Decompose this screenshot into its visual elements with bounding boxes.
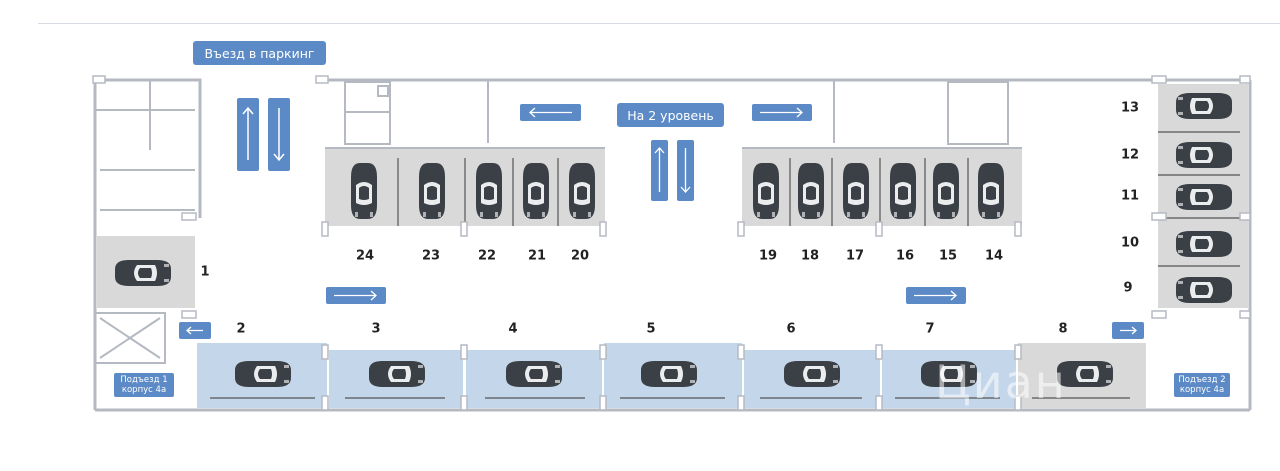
arrow-icon-right-top bbox=[752, 104, 812, 121]
watermark: Циан bbox=[935, 355, 1067, 409]
spot-number-12: 12 bbox=[1120, 147, 1140, 163]
entrance-1-line2: корпус 4а bbox=[121, 385, 167, 395]
spot-number-6: 6 bbox=[786, 321, 796, 337]
spot-number-22: 22 bbox=[477, 248, 497, 264]
spot-number-4: 4 bbox=[508, 321, 518, 337]
outer-walls bbox=[93, 78, 1252, 412]
car-icon-20 bbox=[569, 163, 595, 219]
left-rooms bbox=[94, 80, 195, 364]
spot-number-1: 1 bbox=[200, 264, 210, 280]
top-divider bbox=[38, 23, 1280, 24]
spot-number-8: 8 bbox=[1058, 321, 1068, 337]
arrow-icon-right-small bbox=[1112, 322, 1144, 339]
entrance-2-line1: Подъезд 2 bbox=[1178, 375, 1226, 385]
car-icon-21 bbox=[523, 163, 549, 219]
spot-number-11: 11 bbox=[1120, 188, 1140, 204]
car-icon-19 bbox=[753, 163, 779, 219]
arrow-icon-down-left bbox=[268, 98, 290, 171]
arrow-icon-up-center bbox=[651, 140, 668, 201]
spot-number-9: 9 bbox=[1123, 280, 1133, 296]
columns bbox=[92, 75, 1251, 411]
entrance-1: Подъезд 1 корпус 4а bbox=[114, 373, 174, 397]
utility-rooms bbox=[344, 80, 1009, 145]
car-icon-22 bbox=[476, 163, 502, 219]
car-icon-3 bbox=[369, 361, 425, 387]
car-icon-10 bbox=[1176, 231, 1232, 257]
arrow-icon-right-lower-right bbox=[906, 287, 966, 304]
arrow-icon-right-lower-left bbox=[326, 287, 386, 304]
car-icon-23 bbox=[419, 163, 445, 219]
car-icon-17 bbox=[843, 163, 869, 219]
car-icon-12 bbox=[1176, 142, 1232, 168]
spot-number-10: 10 bbox=[1120, 235, 1140, 251]
spot-number-2: 2 bbox=[236, 321, 246, 337]
spot-number-24: 24 bbox=[355, 248, 375, 264]
arrow-icon-left-top bbox=[520, 104, 581, 121]
spot-number-21: 21 bbox=[527, 248, 547, 264]
car-icon-15 bbox=[933, 163, 959, 219]
direction-arrows bbox=[179, 98, 1144, 339]
spot-number-13: 13 bbox=[1120, 100, 1140, 116]
spot-number-23: 23 bbox=[421, 248, 441, 264]
row-upper-right bbox=[742, 147, 1022, 226]
car-icon-2 bbox=[235, 361, 291, 387]
spot-number-16: 16 bbox=[895, 248, 915, 264]
spot-number-15: 15 bbox=[938, 248, 958, 264]
spot-number-5: 5 bbox=[646, 321, 656, 337]
car-icon-6 bbox=[784, 361, 840, 387]
arrow-icon-up-left bbox=[237, 98, 259, 171]
entry-label: Въезд в паркинг bbox=[193, 41, 326, 65]
spot-number-3: 3 bbox=[371, 321, 381, 337]
entrance-1-line1: Подъезд 1 bbox=[120, 375, 168, 385]
car-icon-16 bbox=[890, 163, 916, 219]
car-icon-4 bbox=[506, 361, 562, 387]
entrance-2: Подъезд 2 корпус 4а bbox=[1174, 373, 1230, 397]
car-icon-13 bbox=[1176, 93, 1232, 119]
car-icon-11 bbox=[1176, 184, 1232, 210]
car-icon-9 bbox=[1176, 277, 1232, 303]
spot-number-20: 20 bbox=[570, 248, 590, 264]
level2-label: На 2 уровень bbox=[617, 103, 724, 127]
car-icon-5 bbox=[641, 361, 697, 387]
entrance-2-line2: корпус 4а bbox=[1179, 385, 1225, 395]
spot-number-17: 17 bbox=[845, 248, 865, 264]
spot-number-18: 18 bbox=[800, 248, 820, 264]
car-icon-1 bbox=[115, 260, 171, 286]
arrow-icon-down-center bbox=[677, 140, 694, 201]
spot-number-7: 7 bbox=[925, 321, 935, 337]
car-icon-24 bbox=[351, 163, 377, 219]
car-icon-14 bbox=[978, 163, 1004, 219]
spot-number-14: 14 bbox=[984, 248, 1004, 264]
spot-number-19: 19 bbox=[758, 248, 778, 264]
arrow-icon-left-small bbox=[179, 322, 211, 339]
car-icon-18 bbox=[798, 163, 824, 219]
